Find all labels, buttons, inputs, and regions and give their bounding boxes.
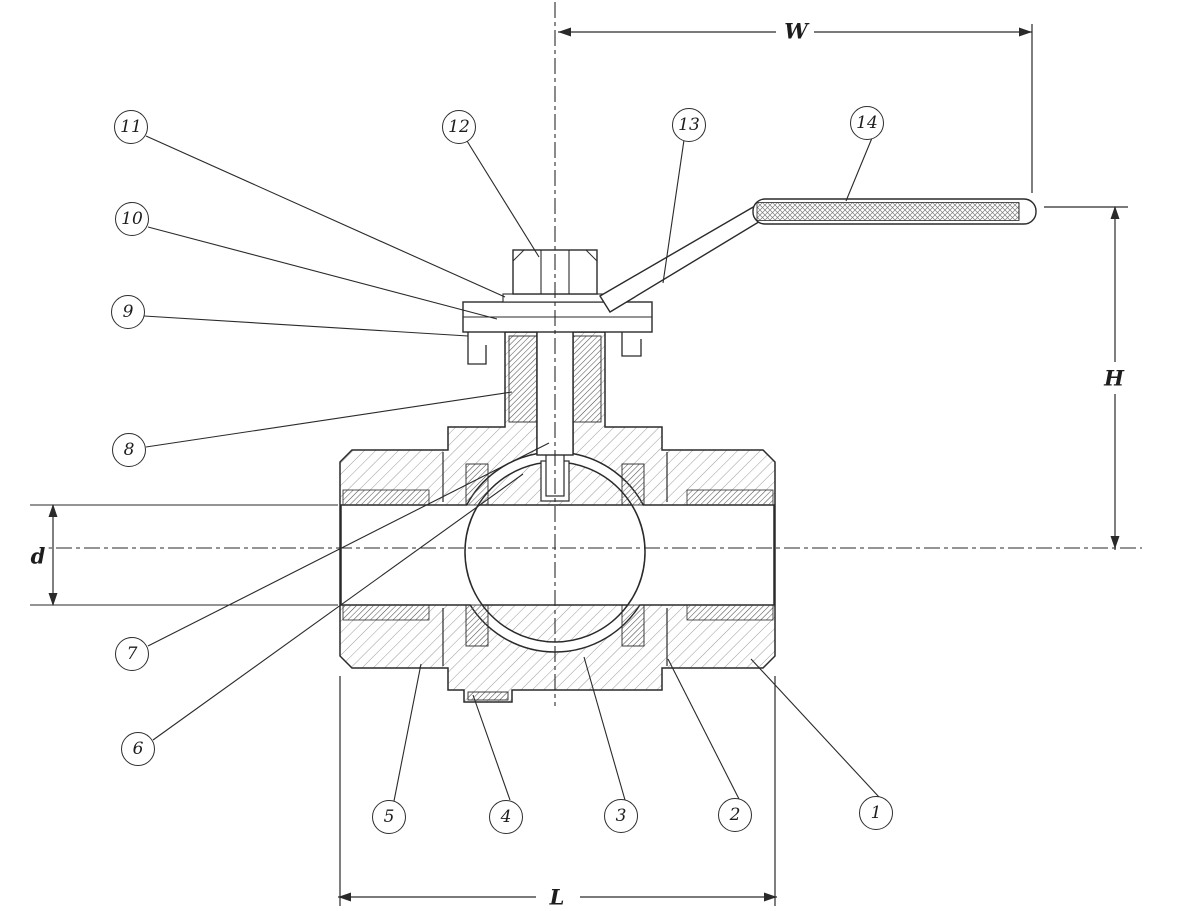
dimension-h [1044, 206, 1128, 550]
handle-grip-sleeve [756, 202, 1020, 221]
callout-balloon-11: 11 [114, 110, 148, 144]
callout-balloon-12: 12 [442, 110, 476, 144]
callout-balloon-4: 4 [489, 800, 523, 834]
dim-label-d: d [27, 545, 49, 567]
dimension-d [30, 504, 338, 606]
callout-balloon-2: 2 [718, 798, 752, 832]
callout-balloon-10: 10 [115, 202, 149, 236]
callout-balloon-5: 5 [372, 800, 406, 834]
callout-balloon-14: 14 [850, 106, 884, 140]
callout-balloon-8: 8 [112, 433, 146, 467]
stem-packing-right [572, 335, 602, 423]
valve-seats [465, 463, 645, 647]
dimension-w [558, 24, 1033, 193]
callout-balloon-3: 3 [604, 799, 638, 833]
handle-stop-tab [621, 332, 642, 357]
pipe-threads [342, 489, 774, 621]
callout-balloon-9: 9 [111, 295, 145, 329]
handle-arm [599, 205, 763, 313]
dim-label-l: L [546, 886, 568, 908]
drain-plug [467, 691, 509, 701]
stem-packing-left [508, 335, 538, 423]
callout-leader-lines [143, 135, 880, 802]
travel-stop-bracket [467, 332, 487, 365]
dimension-l [338, 676, 777, 906]
callout-balloon-7: 7 [115, 637, 149, 671]
centerlines [28, 2, 1142, 706]
stem-and-gland [462, 249, 653, 456]
valve-handle [599, 198, 1037, 313]
valve-body-section [339, 331, 776, 703]
dimension-lines [30, 24, 1128, 906]
dim-label-w: W [781, 20, 811, 42]
callout-balloon-6: 6 [121, 732, 155, 766]
dim-label-h: H [1101, 367, 1127, 389]
callout-balloon-1: 1 [859, 796, 893, 830]
callout-balloon-13: 13 [672, 108, 706, 142]
